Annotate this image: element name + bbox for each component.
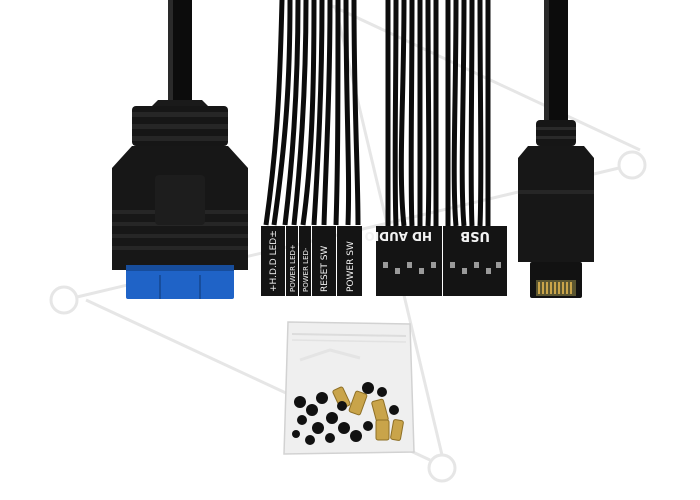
hdd-led-label: +H.D.D LED± [269, 230, 279, 292]
usb2-label: USB [460, 228, 490, 243]
screw-bag-icon [283, 321, 415, 455]
power-led-minus-label: POWER LED- [302, 247, 310, 292]
audio-usb-wires [385, 0, 491, 227]
usb3-header-icon [112, 0, 248, 299]
front-panel-wires [263, 0, 361, 226]
hd-audio-label: HD AUDIO [365, 229, 432, 243]
power-led-plus-label: POWER LED+ [289, 244, 297, 292]
usb2-connector: USB [443, 226, 507, 296]
usb-c-icon [518, 0, 594, 298]
power-sw-label: POWER SW [346, 241, 356, 292]
front-panel-connectors: +H.D.D LED± POWER LED+ POWER LED- RESET … [261, 226, 362, 296]
reset-sw-label: RESET SW [320, 246, 330, 292]
hd-audio-connector: HD AUDIO [365, 226, 442, 296]
